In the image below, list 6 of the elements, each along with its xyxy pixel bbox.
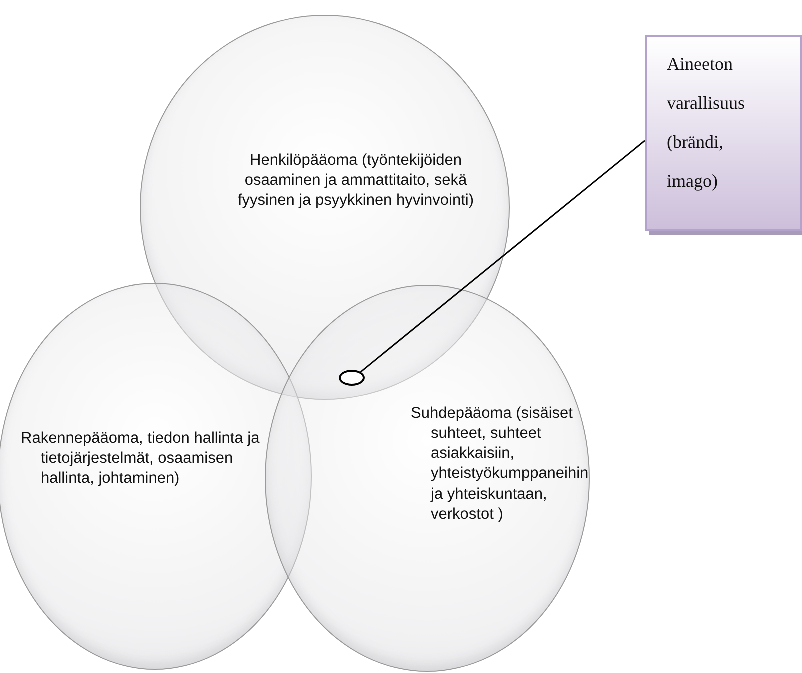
- callout-text: Aineeton varallisuus (brändi, imago): [667, 53, 746, 193]
- oval-marker: [339, 370, 365, 386]
- circle-label: Rakennepääoma, tiedon hallinta ja tietojärjestelmät, osaamisen hallinta, johtaminen): [21, 429, 261, 490]
- leader-line: [360, 140, 646, 373]
- circle-label: Suhdepääoma (sisäiset suhteet, suhteet asiakkaisiin, yhteistyökumppaneihin ja yhteiskuntaan, verkostot ): [411, 404, 590, 525]
- circle-label: Henkilöpääoma (työntekijöiden osaaminen ja ammattitaito, sekä fyysinen ja psyykkinen hyvinvointi): [236, 151, 476, 212]
